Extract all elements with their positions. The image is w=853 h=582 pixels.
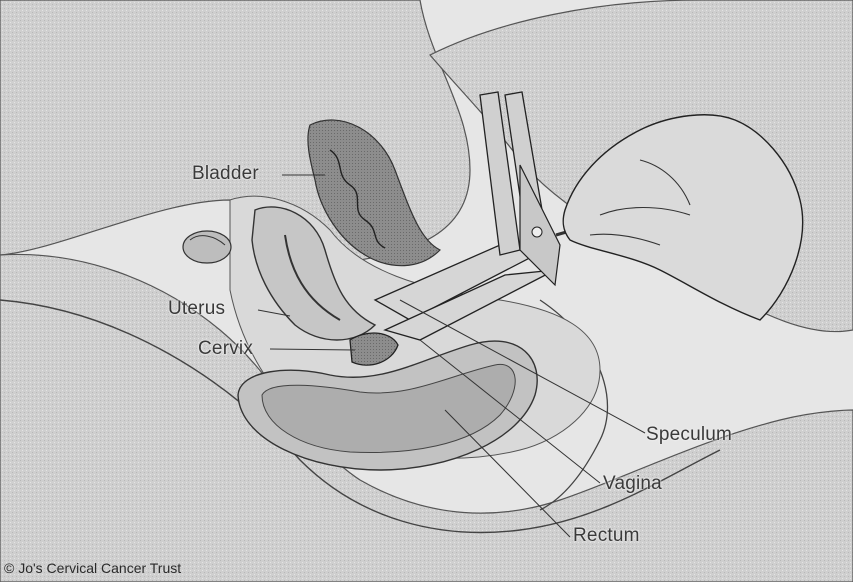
rectum-label: Rectum <box>573 525 640 547</box>
copyright-notice: © Jo's Cervical Cancer Trust <box>4 560 181 576</box>
cervix-label: Cervix <box>198 338 253 360</box>
bladder-label: Bladder <box>192 163 259 185</box>
speculum-label: Speculum <box>646 424 732 446</box>
uterus-label: Uterus <box>168 298 225 320</box>
vagina-label: Vagina <box>603 473 662 495</box>
